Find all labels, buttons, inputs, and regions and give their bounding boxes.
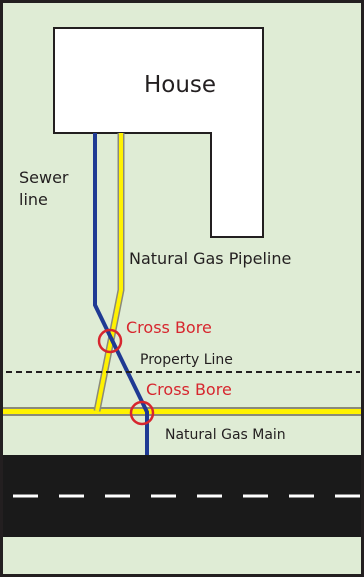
cross-bore-upper-label: Cross Bore: [126, 318, 212, 337]
sewer-line-label: Sewer line: [19, 168, 74, 209]
house-label: House: [144, 72, 216, 98]
cross-bore-lower-marker: [129, 400, 155, 426]
cross-bore-upper-marker: [97, 328, 123, 354]
gas-pipeline-line: [95, 133, 123, 412]
cross-bore-lower-label: Cross Bore: [146, 380, 232, 399]
sewer-line-label-line1: Sewer: [19, 168, 69, 187]
sewer-line-label-line2: line: [19, 190, 48, 209]
gas-main-line: [3, 409, 361, 414]
property-line-label: Property Line: [140, 352, 233, 368]
gas-pipeline-label: Natural Gas Pipeline: [129, 249, 291, 268]
gas-main-label: Natural Gas Main: [165, 427, 286, 443]
sewer-line: [93, 133, 149, 455]
house-shape: [53, 27, 264, 238]
